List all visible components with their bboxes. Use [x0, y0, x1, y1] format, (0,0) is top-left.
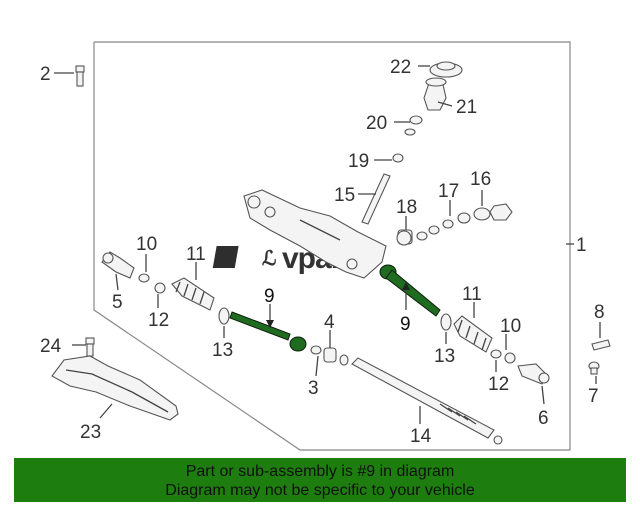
callout-22: 22	[390, 57, 411, 78]
part-24-bolt	[85, 337, 95, 357]
callout-13-left: 13	[212, 340, 233, 361]
callout-16: 16	[470, 169, 491, 190]
svg-text:ℒ: ℒ	[262, 248, 276, 270]
part-10-nut-left	[138, 273, 150, 283]
callout-24: 24	[40, 336, 62, 357]
part-15-pin	[361, 173, 391, 225]
part-7-cap	[588, 361, 600, 375]
part-23-shield	[51, 355, 179, 421]
callout-12-left: 12	[148, 310, 169, 331]
part-9-inner-tie-rod-right	[379, 264, 441, 317]
part-11-boot-right	[453, 315, 493, 353]
part-21-housing	[423, 77, 447, 111]
callout-15: 15	[334, 185, 355, 206]
callout-18: 18	[396, 197, 417, 218]
part-12-nut-right	[490, 349, 502, 359]
callout-9-left: 9	[264, 286, 275, 307]
part-20-ring-b	[404, 128, 416, 136]
part-4-3-washers	[310, 345, 349, 366]
leader-lines	[54, 65, 601, 424]
steering-gear-housing	[243, 189, 387, 279]
part-22-cap	[429, 61, 463, 78]
part-13-clamp-right	[440, 313, 452, 331]
part-20-ring	[409, 115, 423, 125]
callout-1: 1	[576, 235, 587, 256]
part-18-adjuster	[396, 229, 413, 246]
part-5-tie-rod-end	[101, 251, 135, 279]
part-13-clamp-left	[218, 307, 230, 325]
callout-12-right: 12	[488, 374, 509, 395]
banner-line-disclaimer: Diagram may not be specific to your vehi…	[165, 482, 475, 499]
callout-11-left: 11	[186, 244, 206, 265]
part-12-nut-left	[154, 282, 166, 294]
callout-6: 6	[538, 408, 549, 429]
callout-2: 2	[40, 64, 51, 85]
callout-3: 3	[308, 378, 319, 399]
info-banner: Part or sub-assembly is #9 in diagram Di…	[14, 458, 626, 502]
part-6-tie-rod-end	[517, 363, 550, 385]
part-19-ring	[392, 153, 404, 163]
part-17-16-rings	[416, 203, 513, 241]
callout-14: 14	[410, 426, 432, 447]
callout-13-right: 13	[434, 346, 455, 367]
part-2-bolt	[75, 65, 85, 87]
callout-21: 21	[456, 97, 477, 118]
callout-10-left: 10	[136, 234, 157, 255]
callout-8: 8	[594, 302, 605, 323]
callout-7: 7	[588, 386, 599, 407]
part-14-rack	[351, 357, 503, 445]
callout-19: 19	[348, 151, 369, 172]
banner-line-part-info: Part or sub-assembly is #9 in diagram	[185, 463, 455, 480]
part-8-pin	[591, 339, 611, 351]
callout-23: 23	[80, 422, 101, 443]
callout-5: 5	[112, 292, 123, 313]
part-11-boot-left	[171, 277, 215, 311]
part-10-nut-right	[504, 352, 516, 364]
callout-17: 17	[438, 181, 459, 202]
callout-10-right: 10	[500, 316, 521, 337]
callout-4: 4	[324, 312, 335, 333]
part-9-inner-tie-rod-left	[229, 311, 307, 352]
diagram-frame	[93, 41, 571, 451]
callout-20: 20	[366, 113, 387, 134]
callout-11-right: 11	[462, 284, 482, 305]
parts-diagram: ℒ vparts	[40, 41, 611, 451]
callout-9-right: 9	[400, 314, 411, 335]
